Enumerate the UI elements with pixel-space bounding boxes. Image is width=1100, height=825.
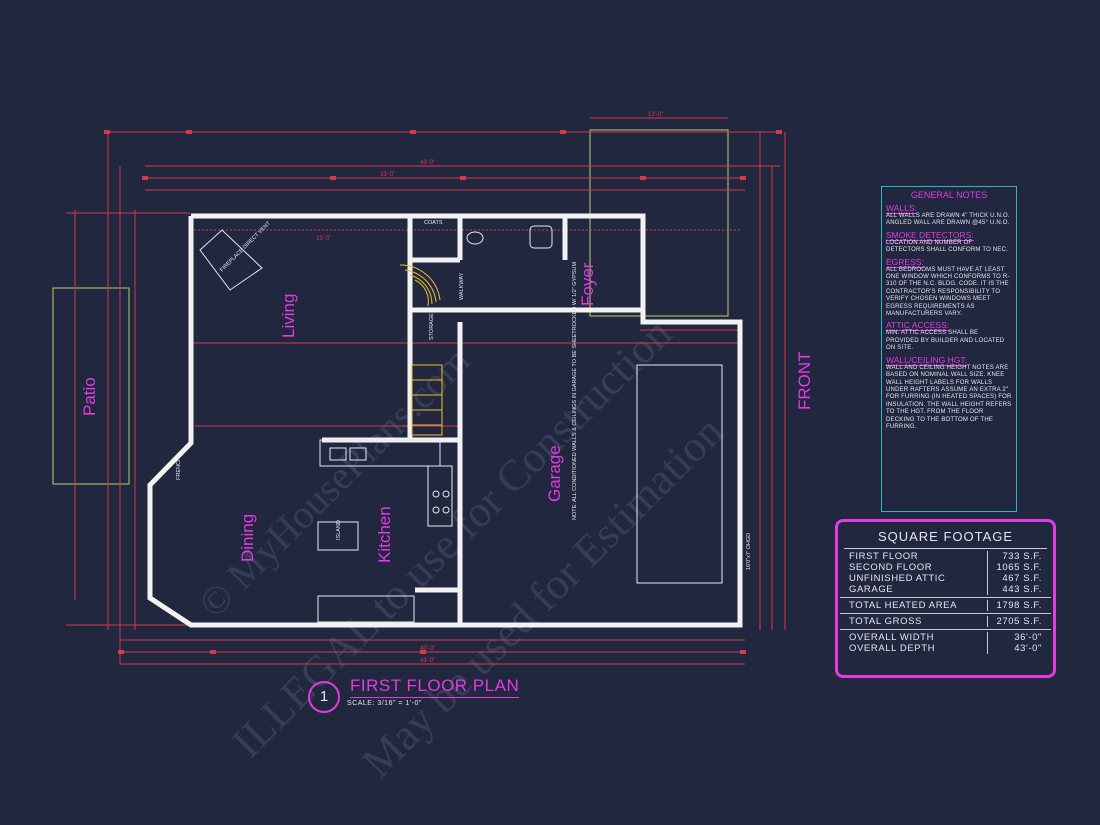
dim-top-right: 13'-0" <box>648 112 663 118</box>
room-foyer: Foyer <box>578 262 597 306</box>
notes-egress-text: ALL BEDROOMS MUST HAVE AT LEAST ONE WIND… <box>886 266 1010 318</box>
dim-living: 15'-0" <box>316 236 331 242</box>
dimension-lines <box>66 117 786 665</box>
front-label: FRONT <box>795 351 814 410</box>
plan-title: FIRST FLOOR PLAN <box>350 676 520 698</box>
notes-height-heading: WALL/CEILING HGT: <box>886 354 967 366</box>
garage-door-label: 16'0"x7' OHGD <box>746 533 752 570</box>
garage-car-outline <box>636 364 723 584</box>
notes-attic-text: MIN. ATTIC ACCESS SHALL BE PROVIDED BY B… <box>886 330 1005 352</box>
dim-top-overall: 43'-0" <box>420 160 435 166</box>
notes-attic-heading: ATTIC ACCESS: <box>886 320 950 332</box>
room-dining: Dining <box>238 514 257 562</box>
notes-walls-text: ALL WALLS ARE DRAWN 4" THICK U.N.O. ANGL… <box>886 213 1010 227</box>
coats-label: COATS <box>424 220 443 226</box>
fireplace: FIREPLACE DIRECT VENT <box>199 220 272 291</box>
french-door-label: FRENCH <box>176 457 182 480</box>
general-notes: GENERAL NOTES WALLS: ALL WALLS ARE DRAWN… <box>881 186 1017 512</box>
dimension-ticks <box>104 130 782 654</box>
walkway-label: WALKWAY <box>459 272 465 300</box>
powder-room-fixtures <box>466 225 553 249</box>
notes-egress-heading: EGRESS: <box>886 256 924 268</box>
notes-walls-heading: WALLS: <box>886 203 917 214</box>
stairs <box>399 264 443 436</box>
dim-bottom-row: 40'-0" <box>420 646 435 652</box>
notes-smoke-text: LOCATION AND NUMBER OF DETECTORS SHALL C… <box>886 239 1008 254</box>
notes-title: GENERAL NOTES <box>910 190 988 200</box>
garage-note: NOTE: ALL CONDITIONED WALLS & CEILINGS I… <box>572 262 578 520</box>
porch-slab <box>589 129 729 317</box>
room-living: Living <box>279 294 298 338</box>
plan-number-badge: 1 <box>308 681 340 713</box>
kitchen-counters <box>317 439 453 623</box>
room-garage: Garage <box>545 445 564 502</box>
sqft-title: SQUARE FOOTAGE <box>844 522 1047 549</box>
room-patio: Patio <box>80 377 99 416</box>
storage-label: STORAGE <box>429 313 435 340</box>
room-labels: Living Dining Kitchen Garage Foyer Patio… <box>80 262 814 563</box>
notes-height-text: WALL AND CEILING HEIGHT NOTES ARE BASED … <box>886 364 1012 430</box>
dim-bottom-overall: 43'-0" <box>420 658 435 664</box>
patio-slab <box>52 287 130 485</box>
fireplace-label: FIREPLACE DIRECT VENT <box>219 220 272 273</box>
dimension-texts: 43'-0" 33'-0" 13'-0" 40'-0" 43'-0" 15'-0… <box>316 112 663 664</box>
dim-top-row2: 33'-0" <box>380 172 395 178</box>
room-kitchen: Kitchen <box>375 506 394 563</box>
island-label: ISLAND <box>336 520 342 540</box>
plan-scale: SCALE: 3/16" = 1'-0" <box>347 700 422 707</box>
notes-smoke-heading: SMOKE DETECTORS: <box>886 229 974 241</box>
